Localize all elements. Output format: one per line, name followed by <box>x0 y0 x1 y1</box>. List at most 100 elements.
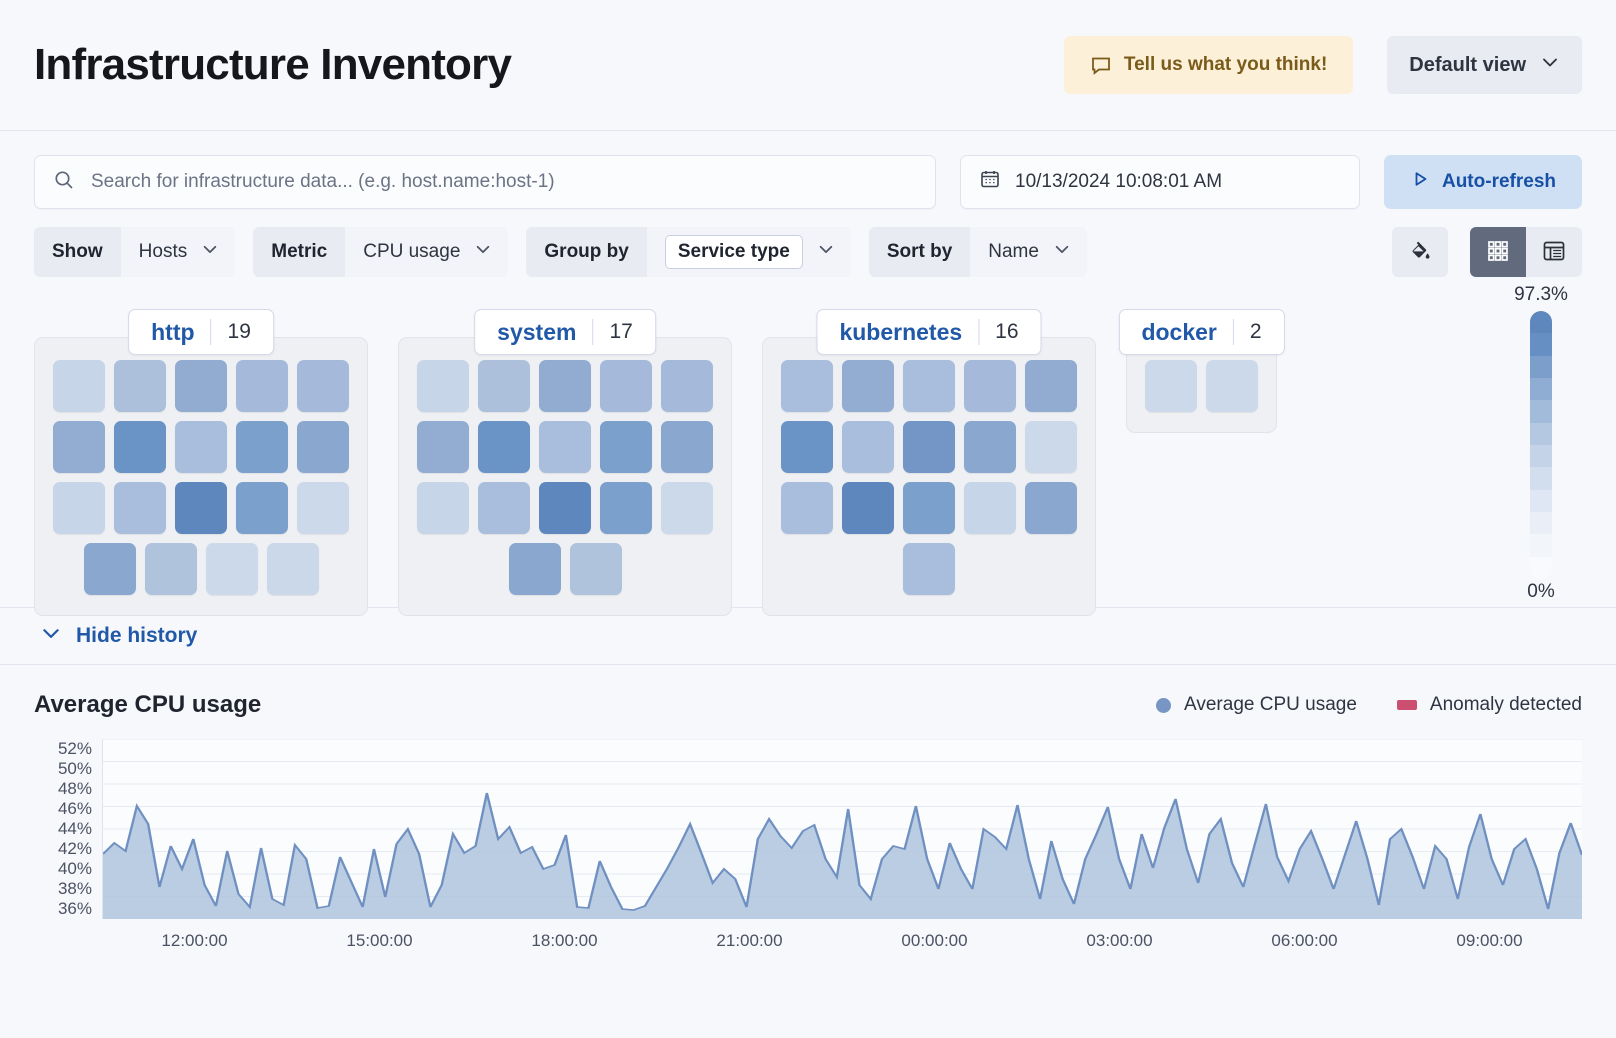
host-tile[interactable] <box>539 482 591 534</box>
host-tile[interactable] <box>53 421 105 473</box>
host-tile[interactable] <box>903 421 955 473</box>
host-tile[interactable] <box>508 543 561 595</box>
host-tile[interactable] <box>175 421 227 473</box>
play-icon <box>1410 169 1430 195</box>
host-tile[interactable] <box>297 360 349 412</box>
host-tile[interactable] <box>266 543 319 595</box>
y-tick-label: 52% <box>57 739 92 758</box>
divider <box>210 319 212 345</box>
host-tile[interactable] <box>1025 421 1077 473</box>
host-tile[interactable] <box>661 482 713 534</box>
host-tile[interactable] <box>83 543 136 595</box>
host-tile[interactable] <box>781 482 833 534</box>
host-tile[interactable] <box>205 543 258 595</box>
host-tile[interactable] <box>539 421 591 473</box>
feedback-button[interactable]: Tell us what you think! <box>1063 36 1354 94</box>
host-tile[interactable] <box>569 543 622 595</box>
host-tile[interactable] <box>297 482 349 534</box>
host-tile[interactable] <box>114 360 166 412</box>
legend-item-average-cpu-usage[interactable]: Average CPU usage <box>1156 694 1357 716</box>
legend-stop <box>1530 556 1552 579</box>
host-tile[interactable] <box>1025 360 1077 412</box>
group-name[interactable]: docker <box>1141 318 1217 345</box>
host-tile[interactable] <box>114 421 166 473</box>
default-view-label: Default view <box>1409 53 1526 76</box>
host-tile[interactable] <box>236 360 288 412</box>
filter-show-value[interactable]: Hosts <box>120 227 236 277</box>
filter-group-by-value[interactable]: Service type <box>646 227 851 277</box>
host-tile[interactable] <box>478 482 530 534</box>
plot-canvas[interactable] <box>102 739 1582 919</box>
host-tile[interactable] <box>964 482 1016 534</box>
host-tile[interactable] <box>1206 360 1258 412</box>
filter-sort-by-value[interactable]: Name <box>970 227 1087 277</box>
group-name[interactable]: http <box>151 318 195 345</box>
chart-legend: Average CPU usage Anomaly detected <box>1156 694 1582 716</box>
host-tile[interactable] <box>175 360 227 412</box>
group-name[interactable]: kubernetes <box>839 318 963 345</box>
host-tile[interactable] <box>600 482 652 534</box>
host-tile[interactable] <box>661 360 713 412</box>
auto-refresh-button[interactable]: Auto-refresh <box>1384 155 1582 209</box>
page-header: Infrastructure Inventory Tell us what yo… <box>0 0 1616 131</box>
host-tile[interactable] <box>964 360 1016 412</box>
filter-metric-value[interactable]: CPU usage <box>345 227 509 277</box>
host-tile[interactable] <box>417 421 469 473</box>
host-tile[interactable] <box>114 482 166 534</box>
default-view-button[interactable]: Default view <box>1387 36 1582 94</box>
date-picker[interactable]: 10/13/2024 10:08:01 AM <box>960 155 1360 209</box>
y-tick-label: 40% <box>57 859 92 878</box>
chevron-down-icon <box>40 622 62 650</box>
host-tile[interactable] <box>478 360 530 412</box>
host-tile[interactable] <box>53 482 105 534</box>
host-tile[interactable] <box>236 482 288 534</box>
table-view-toggle[interactable] <box>1526 227 1582 277</box>
host-tile[interactable] <box>781 360 833 412</box>
host-tile[interactable] <box>842 360 894 412</box>
host-tile[interactable] <box>297 421 349 473</box>
host-tile[interactable] <box>175 482 227 534</box>
group-name[interactable]: system <box>497 318 577 345</box>
color-palette-button[interactable] <box>1392 227 1448 277</box>
host-tile[interactable] <box>842 421 894 473</box>
series-line <box>103 792 1582 911</box>
host-tile[interactable] <box>417 482 469 534</box>
group-badge[interactable]: docker 2 <box>1118 309 1285 355</box>
host-tile[interactable] <box>478 421 530 473</box>
legend-item-anomaly-detected[interactable]: Anomaly detected <box>1396 694 1582 716</box>
host-tile[interactable] <box>661 421 713 473</box>
legend-stop <box>1530 310 1552 334</box>
host-tile[interactable] <box>144 543 197 595</box>
hide-history-button[interactable]: Hide history <box>34 621 203 651</box>
divider <box>1232 319 1234 345</box>
chart-header: Average CPU usage Average CPU usage Anom… <box>34 691 1582 719</box>
host-tile[interactable] <box>842 482 894 534</box>
hide-history-label: Hide history <box>76 624 198 647</box>
host-tile[interactable] <box>903 360 955 412</box>
legend-stop <box>1530 489 1552 512</box>
group-card-docker: docker 2 <box>1118 309 1285 433</box>
host-tile[interactable] <box>964 421 1016 473</box>
host-tile[interactable] <box>903 543 955 595</box>
host-tile[interactable] <box>600 421 652 473</box>
search-box[interactable] <box>34 155 936 209</box>
host-tile[interactable] <box>539 360 591 412</box>
host-tile[interactable] <box>53 360 105 412</box>
host-tile[interactable] <box>600 360 652 412</box>
host-tile[interactable] <box>1025 482 1077 534</box>
host-tile[interactable] <box>236 421 288 473</box>
x-tick-label: 06:00:00 <box>1271 931 1338 950</box>
search-input[interactable] <box>89 170 917 194</box>
host-tile[interactable] <box>1145 360 1197 412</box>
host-tile[interactable] <box>903 482 955 534</box>
host-tile[interactable] <box>781 421 833 473</box>
group-count: 2 <box>1249 320 1262 343</box>
host-tile[interactable] <box>417 360 469 412</box>
waffle-view-toggle[interactable] <box>1470 227 1526 277</box>
